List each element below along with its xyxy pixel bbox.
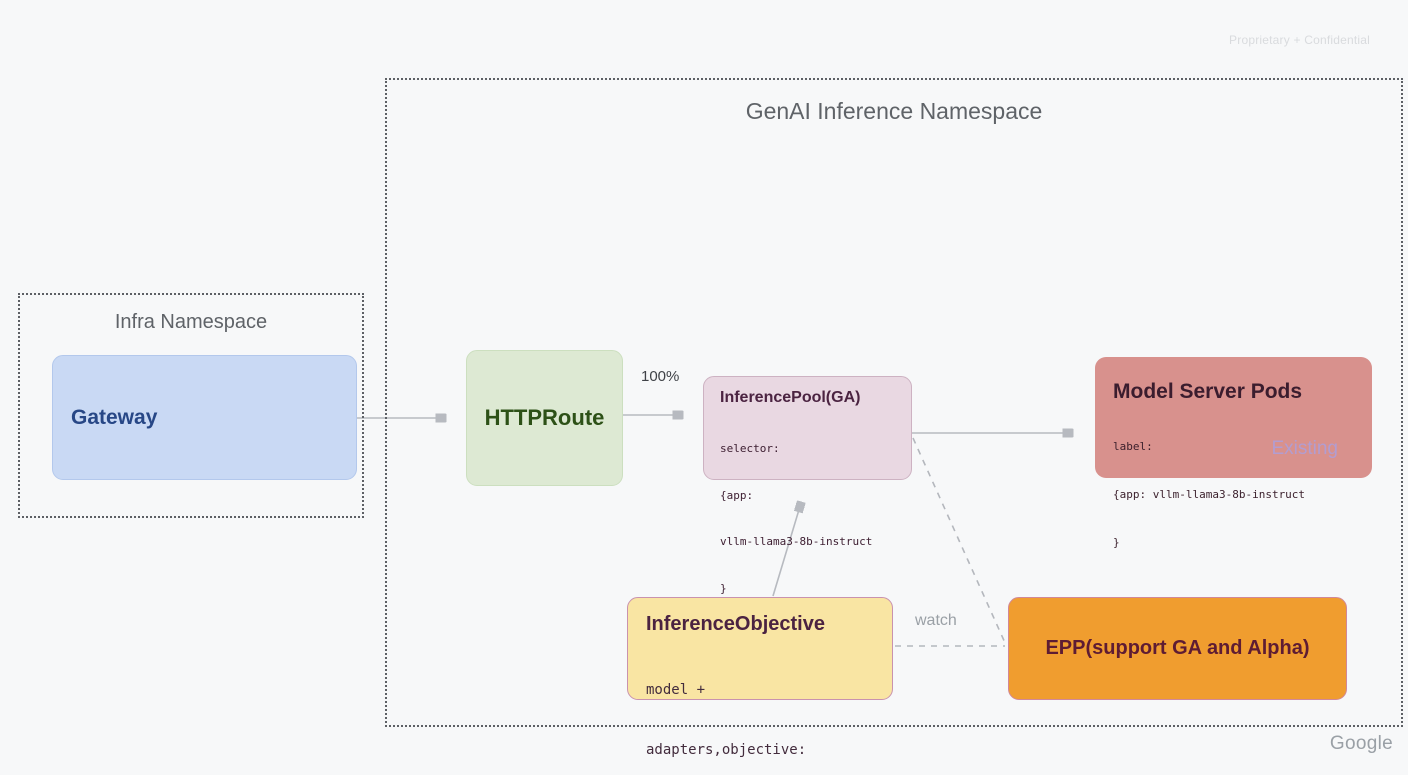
genai-namespace-box: GenAI Inference Namespace [385, 78, 1403, 727]
infra-namespace-title: Infra Namespace [114, 311, 268, 333]
code-line: } [1113, 536, 1120, 549]
confidential-label: Proprietary + Confidential [1229, 33, 1370, 47]
genai-namespace-title: GenAI Inference Namespace [745, 98, 1043, 124]
epp-node: EPP(support GA and Alpha) [1008, 597, 1347, 700]
google-logo: Google [1329, 733, 1393, 754]
inference-objective-node: InferenceObjective model + adapters,obje… [627, 597, 893, 758]
model-server-pods-label-code: label: {app: vllm-llama3-8b-instruct } [1113, 407, 1354, 583]
watch-label: watch [915, 612, 957, 629]
inference-objective-title: InferenceObjective [646, 613, 825, 635]
model-server-pods-title: Model Server Pods [1113, 380, 1303, 403]
code-line: {app: vllm-llama3-8b-instruct [1113, 488, 1306, 501]
infra-namespace-box: Infra Namespace [18, 293, 364, 518]
gateway-node: Gateway [52, 355, 357, 480]
route-weight-label: 100% [641, 368, 680, 385]
inference-pool-title: InferencePool(GA) [720, 389, 861, 406]
model-server-pods-node: Model Server Pods label: {app: vllm-llam… [1095, 357, 1372, 549]
code-line: vllm-llama3-8b-instruct [720, 535, 873, 548]
inference-pool-node: InferencePool(GA) selector: {app: vllm-l… [703, 376, 912, 595]
httproute-label: HTTPRoute [484, 405, 605, 430]
httproute-node: HTTPRoute [466, 350, 623, 486]
existing-tag: Existing [1271, 438, 1338, 459]
code-line: {app: [720, 488, 754, 502]
gateway-label: Gateway [71, 405, 158, 429]
inference-objective-code: model + adapters,objective: [646, 640, 874, 775]
inference-pool-selector-code: selector: {app: vllm-llama3-8b-instruct … [720, 410, 895, 627]
code-line: model + [646, 682, 706, 698]
code-line: label: [1113, 440, 1153, 453]
epp-label: EPP(support GA and Alpha) [1045, 637, 1310, 659]
code-line: adapters,objective: [646, 742, 807, 758]
code-line: } [720, 581, 727, 595]
code-line: selector: [720, 442, 780, 455]
